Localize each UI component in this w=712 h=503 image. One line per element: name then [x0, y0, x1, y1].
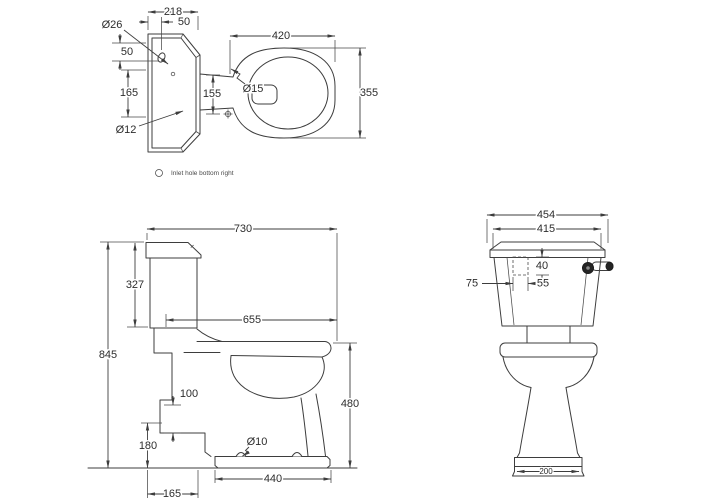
dim-seat-height: 480: [341, 398, 359, 410]
flush-lever-tip: [605, 261, 614, 271]
pan-shelf: [183, 328, 223, 353]
dim-hole-offset-v: 50: [121, 46, 133, 58]
lid-hole-12: [170, 71, 176, 77]
ext-218: [147, 16, 199, 30]
cistern-lid-band: [489, 249, 606, 258]
dim-outlet-step: 100: [180, 388, 198, 400]
ext-165: [121, 69, 146, 118]
dim-wall-clearance: 165: [163, 488, 181, 500]
legend-label: Inlet hole bottom right: [171, 170, 234, 177]
ext-415: [492, 233, 602, 249]
dim-cistern-width-front: 415: [537, 223, 555, 235]
flush-lever: [582, 261, 614, 274]
top-view: 218 50 50 165 Ø26 Ø12 155 420 355: [100, 5, 380, 153]
leader-10: [242, 446, 250, 457]
leg-side: [300, 393, 326, 457]
dim-bowl-depth: 355: [360, 87, 378, 99]
dim-hole-diameter: Ø26: [102, 19, 123, 31]
dim-small-hole-diameter: Ø12: [116, 124, 137, 136]
lid-notch: [190, 244, 194, 248]
inlet-hole-legend-icon: [155, 169, 163, 177]
cistern-lid-front: [489, 241, 606, 251]
cistern-chamfer-edges: [180, 33, 201, 153]
dim-inlet-left-offset: 75: [466, 278, 478, 290]
inlet-hole-marker: [223, 109, 233, 119]
bowl-plan-inner-rim: [247, 56, 329, 130]
dim-hole-offset-h: 50: [178, 16, 190, 28]
dim-overall-width: 454: [537, 209, 555, 221]
dim-base-depth: 440: [264, 473, 282, 485]
base-side: [214, 456, 331, 469]
cistern-lid-side: [145, 242, 202, 259]
dim-overall-height: 845: [99, 349, 117, 361]
dim-base-width: 200: [539, 467, 553, 476]
leader-15: [230, 68, 246, 85]
bowl-plan-outline: [199, 47, 336, 139]
pan-back-profile: [153, 327, 212, 457]
ext-440: [214, 470, 332, 483]
front-view: 454 415 40 75 55 200: [464, 208, 614, 477]
dim-fixing-hole-diameter: Ø10: [247, 436, 268, 448]
neck-front: [526, 325, 571, 344]
ext-454: [486, 219, 609, 243]
dim-inlet-depth: 40: [536, 260, 548, 272]
fixing-bumps: [235, 452, 303, 457]
dim-connector-width: 155: [203, 88, 221, 100]
leader-12: [138, 110, 184, 127]
dim-outlet-height: 180: [139, 440, 157, 452]
dim-cistern-side: 165: [120, 87, 138, 99]
ext-420: [229, 40, 336, 74]
dim-seat-hole-diameter: Ø15: [243, 83, 264, 95]
dim-cistern-width: 218: [164, 6, 182, 18]
leader-26: [123, 29, 169, 65]
bowl-body-front: [502, 356, 595, 388]
ext-100: [164, 404, 181, 434]
seat-side: [196, 341, 332, 358]
ext-355: [290, 47, 366, 139]
dim-overall-depth: 730: [234, 223, 252, 235]
side-view: 730 845 327 655 480 100 180 Ø10 440: [87, 222, 361, 502]
dim-outlet-to-front: 655: [243, 314, 261, 326]
legend: Inlet hole bottom right: [155, 169, 234, 177]
bowl-rim-front: [499, 342, 598, 358]
pedestal-front: [516, 387, 581, 458]
ext-730: [146, 233, 338, 341]
sump-outline: [251, 84, 278, 105]
bowl-side: [230, 355, 325, 399]
cistern-body-side: [149, 257, 198, 329]
flush-lever-knob-center: [586, 266, 590, 270]
cistern-plan-outline: [147, 33, 201, 153]
dim-bowl-width: 420: [272, 30, 290, 42]
dim-inlet-spacing: 55: [537, 278, 549, 290]
inlet-hole-hidden-outline: [512, 256, 529, 276]
dim-cistern-height: 327: [126, 279, 144, 291]
